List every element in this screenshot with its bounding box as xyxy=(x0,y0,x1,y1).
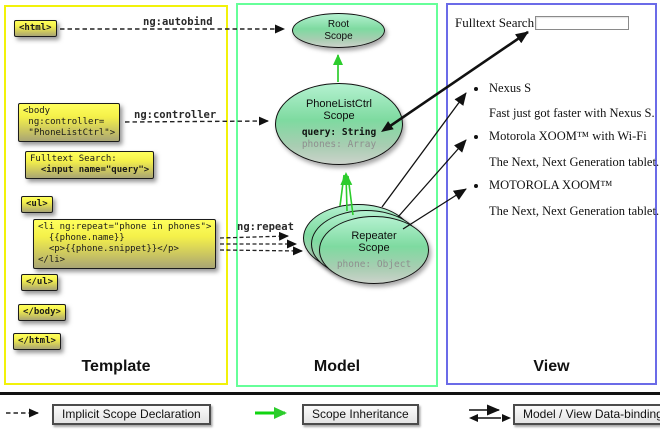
li-repeat-code-box: <li ng:repeat="phone in phones"> {{phone… xyxy=(33,219,217,269)
view-item-snippet: Fast just got faster with Nexus S. xyxy=(489,106,655,120)
list-bullet xyxy=(474,87,478,91)
view-search-label: Fulltext Search: xyxy=(455,15,538,30)
phonelistctrl-scope-line1: PhoneListCtrl xyxy=(305,97,373,110)
legend-binding-arrowhead-right xyxy=(502,414,511,422)
list-bullet xyxy=(474,184,478,188)
root-scope-line1: Root xyxy=(327,19,350,30)
view-item-snippet: The Next, Next Generation tablet. xyxy=(489,204,660,218)
ul-close-tag-box: </ul> xyxy=(21,274,59,291)
legend-model-view-binding-label: Model / View Data-binding xyxy=(513,404,660,425)
phonelistctrl-scope-ellipse: PhoneListCtrl Scope query: String phones… xyxy=(275,83,403,165)
legend-binding-arrowhead-left xyxy=(469,414,478,422)
html-close-tag-box: </html> xyxy=(13,333,61,350)
fulltext-input-code-box: Fulltext Search: <input name="query"> xyxy=(25,151,155,179)
template-column-frame xyxy=(4,5,228,385)
list-bullet xyxy=(474,135,478,139)
ng-controller-label: ng:controller xyxy=(134,109,217,121)
fulltext-code-line2: <input name="query"> xyxy=(30,165,150,175)
root-scope-ellipse: Root Scope xyxy=(292,13,385,48)
view-item-name: Nexus S xyxy=(489,81,532,95)
fulltext-code-line1: Fulltext Search: xyxy=(30,154,117,164)
legend-separator-line xyxy=(0,392,660,395)
view-item-name: MOTOROLA XOOM™ xyxy=(489,178,613,192)
root-scope-line2: Scope xyxy=(324,30,353,42)
model-column-frame xyxy=(236,3,438,387)
ng-repeat-label: ng:repeat xyxy=(237,221,294,233)
template-column-title: Template xyxy=(81,358,151,375)
phone-object-prop: phone: Object xyxy=(336,258,412,270)
body-open-tag-box: <body ng:controller= "PhoneListCtrl"> xyxy=(18,103,121,142)
ul-open-tag-box: <ul> xyxy=(21,196,53,213)
html-open-tag-box: <html> xyxy=(14,20,57,37)
phones-array-prop: phones: Array xyxy=(301,138,377,150)
view-column-title: View xyxy=(533,358,570,375)
model-column-title: Model xyxy=(313,358,361,375)
phonelistctrl-scope-line2: Scope xyxy=(323,110,355,122)
legend-scope-inheritance-label: Scope Inheritance xyxy=(302,404,419,425)
view-column-frame xyxy=(446,3,657,385)
legend-implicit-scope-label: Implicit Scope Declaration xyxy=(52,404,211,425)
repeater-scope-ellipse-front: Repeater Scope phone: Object xyxy=(319,216,429,284)
ng-autobind-label: ng:autobind xyxy=(143,16,213,28)
view-item-snippet: The Next, Next Generation tablet. xyxy=(489,155,660,169)
query-string-prop: query: String xyxy=(301,126,377,138)
repeater-scope-line1: Repeater xyxy=(351,229,397,242)
fulltext-search-input[interactable] xyxy=(535,16,629,30)
body-close-tag-box: </body> xyxy=(18,304,66,321)
view-item-name: Motorola XOOM™ with Wi-Fi xyxy=(489,129,647,143)
repeater-scope-line2: Scope xyxy=(358,242,390,254)
